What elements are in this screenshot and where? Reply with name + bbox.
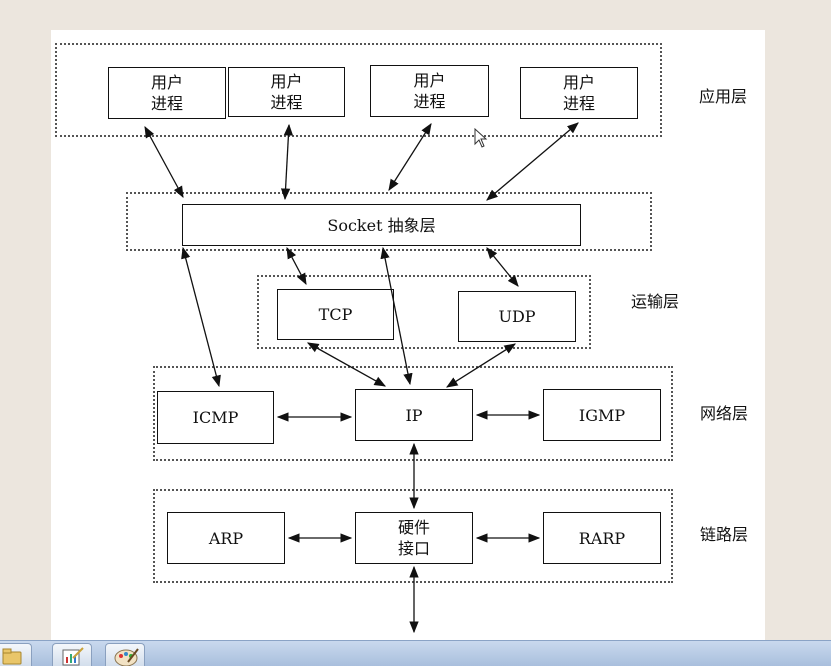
arrow-udp-ip	[446, 343, 516, 388]
icmp-box: ICMP	[157, 391, 274, 444]
ip-box: IP	[355, 389, 473, 441]
arrow-socket-icmp	[181, 246, 221, 388]
arrow-socket-udp	[486, 247, 519, 287]
arrow-process2-socket	[280, 123, 294, 201]
taskbar-chart-editor-button[interactable]	[52, 643, 92, 666]
taskbar	[0, 640, 831, 666]
tcp-box: TCP	[277, 289, 394, 340]
taskbar-paint-button[interactable]	[105, 643, 145, 666]
folder-icon	[2, 648, 22, 665]
paint-palette-icon	[114, 648, 139, 666]
arrow-tcp-ip	[306, 342, 387, 387]
udp-box: UDP	[458, 291, 576, 342]
igmp-box: IGMP	[543, 389, 661, 441]
taskbar-folder-button[interactable]	[0, 643, 32, 666]
user-process-box-2: 用户 进程	[228, 67, 345, 117]
application-layer-group	[55, 43, 662, 137]
user-process-box-4: 用户 进程	[520, 67, 638, 119]
user-process-box-1: 用户 进程	[108, 67, 226, 119]
arrow-process4-socket	[486, 122, 579, 201]
rarp-box: RARP	[543, 512, 661, 564]
arrow-socket-tcp	[286, 246, 307, 286]
transport-layer-label: 运输层	[631, 292, 680, 311]
arrow-socket-ip	[380, 246, 413, 386]
socket-abstraction-box: Socket 抽象层	[182, 204, 581, 246]
arp-box: ARP	[167, 512, 285, 564]
network-layer-label: 网络层	[700, 404, 749, 423]
mouse-cursor-icon	[474, 128, 488, 148]
arrow-process3-socket	[388, 123, 432, 191]
link-layer-label: 链路层	[700, 525, 749, 544]
transport-layer-group	[257, 275, 591, 349]
hardware-interface-box: 硬件 接口	[355, 512, 473, 564]
arrow-process1-socket	[144, 125, 184, 199]
application-layer-label: 应用层	[699, 87, 748, 106]
chart-editor-icon	[62, 647, 84, 666]
user-process-box-3: 用户 进程	[370, 65, 489, 117]
